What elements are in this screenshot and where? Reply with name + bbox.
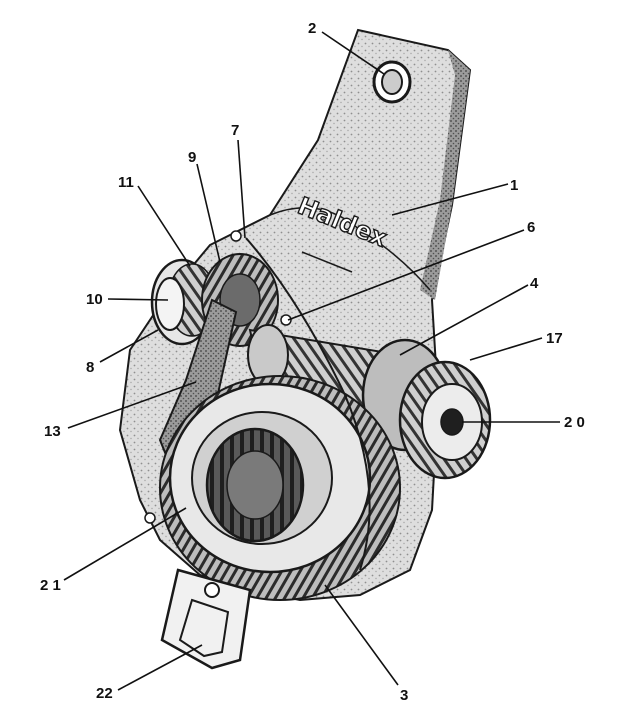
callout-4: 4 bbox=[530, 275, 539, 292]
leader-1 bbox=[391, 183, 509, 216]
callout-6: 6 bbox=[527, 219, 535, 236]
callout-8: 8 bbox=[86, 359, 94, 376]
retaining-clip bbox=[160, 568, 252, 670]
callout-1: 1 bbox=[510, 177, 518, 194]
rivet-icon bbox=[230, 230, 242, 242]
leader-11 bbox=[137, 185, 191, 267]
mounting-hole bbox=[372, 60, 412, 104]
rivet-icon bbox=[144, 512, 156, 524]
callout-10: 10 bbox=[86, 291, 103, 308]
callout-labels: 1 2 3 4 6 7 8 9 10 11 13 17 2 0 2 1 22 bbox=[40, 20, 585, 704]
callout-20: 2 0 bbox=[564, 414, 585, 431]
leader-4 bbox=[399, 284, 529, 356]
callout-11: 11 bbox=[118, 174, 134, 191]
leader-3 bbox=[324, 584, 399, 686]
leader-22 bbox=[117, 644, 203, 691]
arm-edge-shading bbox=[420, 50, 470, 300]
leader-17 bbox=[469, 337, 543, 361]
leader-8 bbox=[99, 329, 159, 363]
callout-3: 3 bbox=[400, 687, 408, 704]
leader-6 bbox=[287, 229, 525, 321]
callout-21: 2 1 bbox=[40, 577, 61, 594]
drive-band bbox=[245, 237, 371, 571]
leader-10 bbox=[107, 298, 169, 301]
leader-21 bbox=[63, 507, 187, 581]
callout-17: 17 bbox=[546, 330, 563, 347]
leader-13 bbox=[67, 381, 197, 429]
splined-hub bbox=[205, 427, 305, 543]
callout-7: 7 bbox=[231, 122, 239, 139]
spring-end-cap bbox=[361, 338, 492, 480]
callout-2: 2 bbox=[308, 20, 316, 37]
leader-7 bbox=[237, 139, 246, 239]
leader-2 bbox=[321, 31, 385, 75]
leader-lines bbox=[63, 31, 560, 691]
rivet-icon bbox=[280, 314, 292, 326]
brand-underline bbox=[301, 251, 353, 273]
callout-22: 22 bbox=[96, 685, 113, 702]
callout-13: 13 bbox=[44, 423, 61, 440]
arm-ridge bbox=[269, 206, 431, 291]
leader-9 bbox=[196, 163, 221, 263]
callout-9: 9 bbox=[188, 149, 196, 166]
